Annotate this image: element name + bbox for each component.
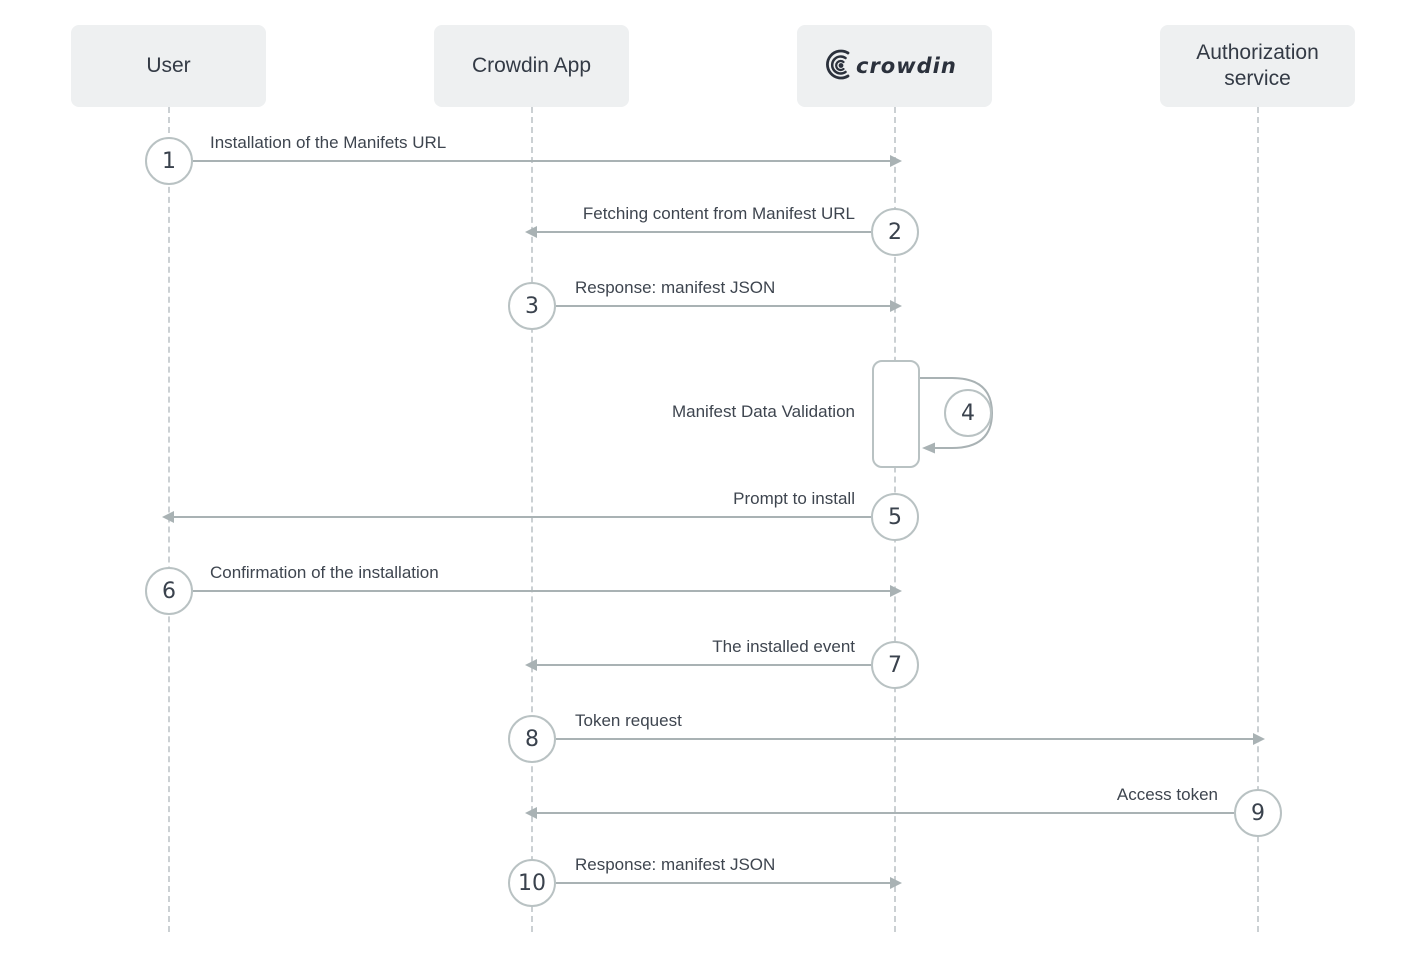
step-5-number: 5 [871, 493, 919, 541]
step-7-number: 7 [871, 641, 919, 689]
step-8-arrow-right-icon [556, 733, 1265, 745]
step-8-label: Token request [575, 711, 682, 730]
step-4-activation-box [872, 360, 920, 468]
step-1-number: 1 [145, 137, 193, 185]
actor-crowdin-app-label: Crowdin App [471, 53, 592, 77]
step-10-arrow-right-icon [556, 877, 902, 889]
step-10-number: 10 [508, 859, 556, 907]
step-7-arrow-left-icon [525, 659, 871, 671]
step-6-label: Confirmation of the installation [210, 563, 439, 582]
actor-crowdin-app: Crowdin App [434, 25, 629, 107]
actor-user: User [71, 25, 266, 107]
step-3-number: 3 [508, 282, 556, 330]
step-3-arrow-right-icon [556, 300, 902, 312]
step-3-label: Response: manifest JSON [575, 278, 776, 297]
step-4-label: Manifest Data Validation [671, 402, 855, 421]
actor-user-label: User [146, 53, 191, 77]
step-2-label: Fetching content from Manifest URL [582, 204, 855, 223]
crowdin-logo-icon: crowdin [825, 49, 957, 80]
step-5-arrow-left-icon [162, 511, 871, 523]
step-9-number: 9 [1234, 789, 1282, 837]
crowdin-logo-wordmark: crowdin [856, 54, 957, 78]
step-1-label: Installation of the Manifets URL [210, 133, 447, 152]
actor-authorization-service-label: Authorization service [1196, 40, 1319, 90]
lifeline-authorization-service [1257, 107, 1259, 932]
step-6-arrow-right-icon [193, 585, 902, 597]
step-2-number: 2 [871, 208, 919, 256]
step-7-label: The installed event [712, 637, 855, 656]
step-4-self-loop-arrow-icon [920, 377, 994, 454]
step-9-label: Access token [1116, 785, 1218, 804]
step-5-label: Prompt to install [733, 489, 855, 508]
actor-crowdin: crowdin [797, 25, 992, 107]
step-8-number: 8 [508, 715, 556, 763]
step-9-arrow-left-icon [525, 807, 1234, 819]
step-2-arrow-left-icon [525, 226, 871, 238]
lifeline-crowdin-app [531, 107, 533, 932]
actor-authorization-service: Authorization service [1160, 25, 1355, 107]
step-6-number: 6 [145, 567, 193, 615]
step-4-number: 4 [944, 389, 992, 437]
step-1-arrow-right-icon [193, 155, 902, 167]
step-10-label: Response: manifest JSON [575, 855, 776, 874]
